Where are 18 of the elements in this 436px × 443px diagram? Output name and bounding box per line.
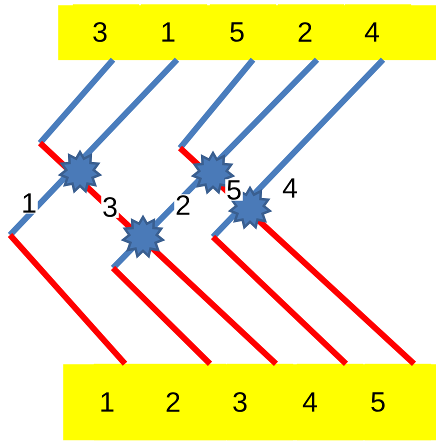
number-cell: 1 <box>94 364 160 440</box>
wire-label: 1 <box>20 192 38 214</box>
number-cell: 2 <box>278 4 344 60</box>
number-cell: 4 <box>296 364 364 440</box>
number-cell: 2 <box>160 364 226 440</box>
number-cell: 4 <box>344 4 412 60</box>
wire <box>8 58 180 366</box>
wire-label: 4 <box>281 177 299 199</box>
number-cell: 5 <box>364 364 432 440</box>
wire <box>210 58 386 366</box>
wire-label: 2 <box>174 194 192 216</box>
number-cell: 5 <box>210 4 276 60</box>
number-cell: 3 <box>72 4 140 60</box>
number-cell: 1 <box>140 4 208 60</box>
wire <box>110 58 320 366</box>
wire-label: 3 <box>101 196 119 218</box>
number-cell: 3 <box>226 364 294 440</box>
wire-label: 5 <box>225 179 243 201</box>
